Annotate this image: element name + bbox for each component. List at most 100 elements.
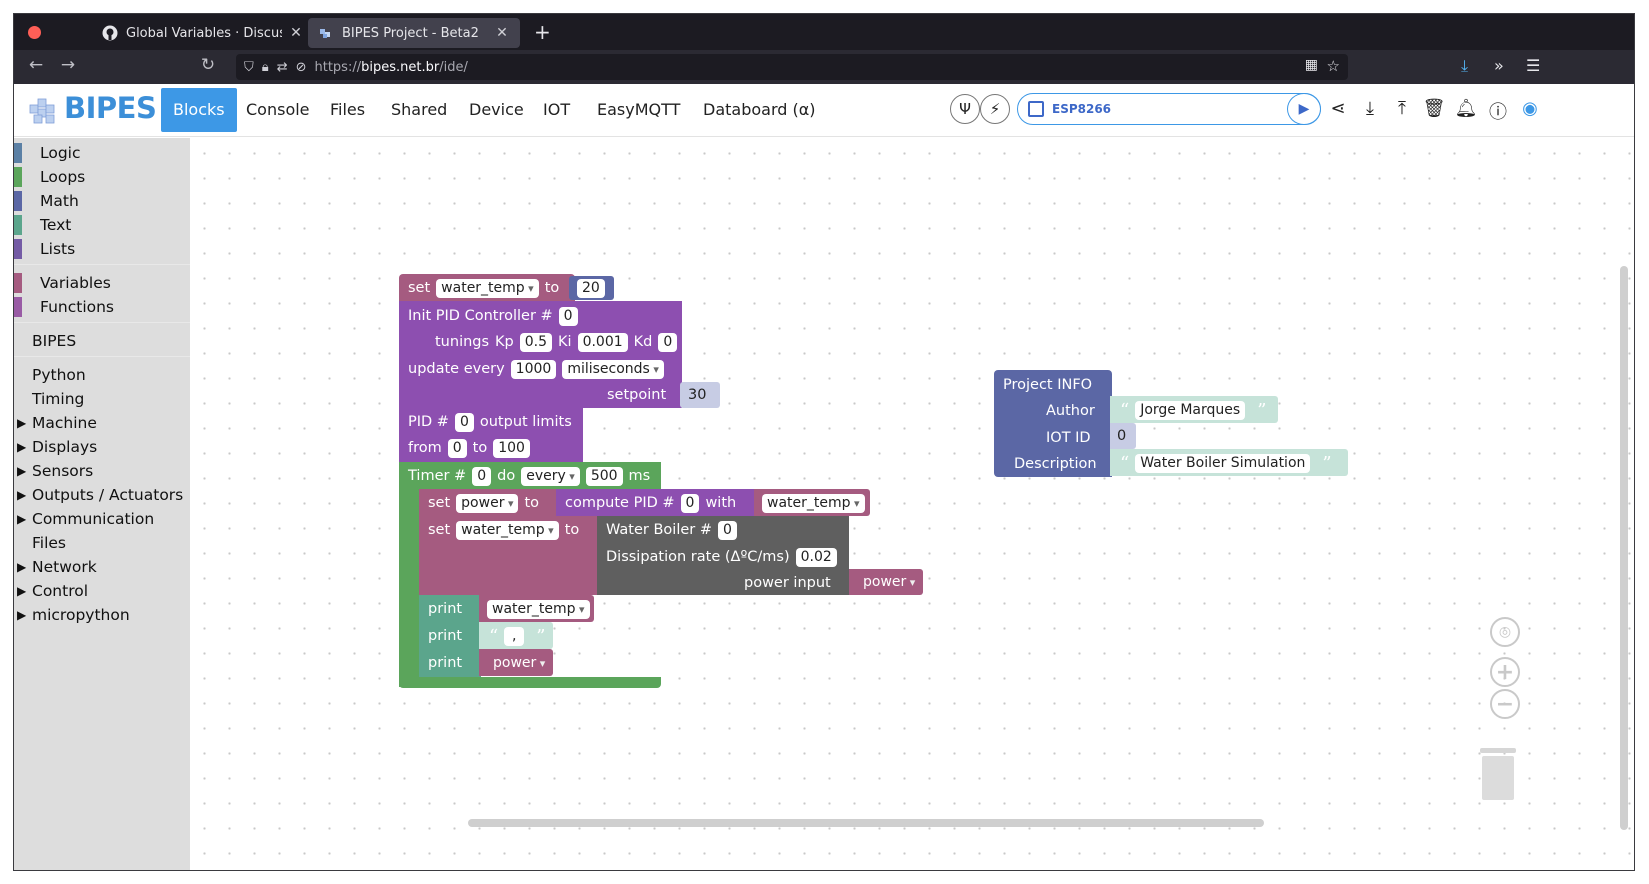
block-text[interactable]: “ , ”	[479, 622, 553, 649]
tab-bipes[interactable]: BIPES Project - Beta2 ✕	[308, 18, 520, 48]
toolbox-communication[interactable]: ▶Communication	[14, 507, 190, 531]
reload-icon[interactable]: ↻	[200, 55, 216, 75]
block-iot-number[interactable]: 0	[1110, 423, 1136, 449]
setpoint-value[interactable]: 30	[688, 387, 707, 403]
downloads-icon[interactable]: ⤓	[1461, 56, 1469, 75]
kd-field[interactable]: 0	[658, 332, 678, 352]
toolbox-loops[interactable]: Loops	[14, 165, 190, 189]
toolbox-python[interactable]: Python	[32, 366, 86, 384]
trash-icon[interactable]: 🗑︎	[1422, 98, 1446, 119]
block-description-text[interactable]: “ Water Boiler Simulation ”	[1110, 449, 1348, 476]
back-icon[interactable]: ←	[28, 55, 44, 75]
forward-icon[interactable]: →	[60, 55, 76, 75]
variable-dropdown[interactable]: power	[857, 572, 921, 592]
menu-device[interactable]: Device	[469, 100, 524, 119]
number-field[interactable]: 20	[577, 278, 605, 298]
max-field[interactable]: 100	[493, 438, 530, 458]
overflow-chevrons-icon[interactable]: »	[1494, 56, 1504, 75]
bookmark-star-icon[interactable]: ☆	[1326, 57, 1340, 75]
timer-period-field[interactable]: 500	[585, 466, 623, 486]
toolbox-lists[interactable]: Lists	[14, 237, 190, 261]
block-set-water-temp-2[interactable]: set water_temp to	[419, 516, 597, 595]
variable-dropdown[interactable]: water_temp	[487, 599, 590, 619]
variable-dropdown[interactable]: water_temp	[762, 493, 865, 513]
block-set-water-temp[interactable]: set water_temp to	[399, 274, 575, 301]
bell-icon[interactable]: 🔔︎	[1454, 98, 1478, 119]
menu-shared[interactable]: Shared	[391, 100, 448, 119]
rate-field[interactable]: 0.02	[795, 547, 837, 567]
toolbox-text[interactable]: Text	[14, 213, 190, 237]
menu-blocks[interactable]: Blocks	[161, 88, 237, 132]
unit-dropdown[interactable]: miliseconds	[562, 359, 664, 379]
toolbox-control[interactable]: ▶Control	[14, 579, 190, 603]
menu-files[interactable]: Files	[330, 100, 366, 119]
block-setpoint-number[interactable]: 30	[680, 382, 720, 408]
toolbox-variables[interactable]: Variables	[14, 271, 190, 295]
share-icon[interactable]: ⋖	[1330, 98, 1346, 119]
block-compute-pid[interactable]: compute PID # 0 with	[556, 489, 759, 516]
block-print-2[interactable]: print	[419, 622, 481, 649]
toolbox-bipes[interactable]: BIPES	[32, 332, 77, 350]
block-pid-output-limits[interactable]: PID # 0 output limits from 0 to 100	[399, 408, 583, 462]
block-project-info[interactable]: Project INFO Author IOT ID Description	[994, 370, 1112, 477]
blockly-workspace[interactable]: set water_temp to 20 Init PID Controller…	[190, 138, 1634, 870]
boiler-id-field[interactable]: 0	[718, 520, 737, 540]
new-tab-button[interactable]: +	[534, 20, 551, 44]
toolbox-timing[interactable]: Timing	[32, 390, 85, 408]
variable-dropdown[interactable]: water_temp	[436, 278, 539, 298]
block-var-water-temp[interactable]: water_temp	[754, 489, 870, 516]
vertical-scrollbar[interactable]	[1620, 266, 1628, 830]
variable-dropdown[interactable]: water_temp	[456, 520, 559, 540]
tab-close-icon[interactable]: ✕	[290, 25, 302, 41]
block-number[interactable]: 20	[569, 276, 614, 300]
toolbox-files[interactable]: Files	[32, 534, 67, 552]
timer-mode-dropdown[interactable]: every	[521, 466, 580, 486]
tab-close-icon[interactable]: ✕	[496, 25, 508, 41]
block-print-3[interactable]: print	[419, 649, 481, 677]
block-author-text[interactable]: “ Jorge Marques ”	[1110, 396, 1278, 423]
toolbox-network[interactable]: ▶Network	[14, 555, 190, 579]
min-field[interactable]: 0	[447, 438, 467, 458]
workspace-trash-icon[interactable]	[1480, 745, 1516, 800]
author-field[interactable]: Jorge Marques	[1135, 400, 1246, 420]
description-field[interactable]: Water Boiler Simulation	[1135, 453, 1311, 473]
toolbox-outputs[interactable]: ▶Outputs / Actuators	[14, 483, 190, 507]
tab-github[interactable]: Global Variables · Discussion ✕	[92, 18, 314, 48]
variable-dropdown[interactable]: power	[487, 653, 551, 673]
pid-id-field[interactable]: 0	[454, 412, 474, 432]
toolbox-sensors[interactable]: ▶Sensors	[14, 459, 190, 483]
usb-connect-icon[interactable]: Ψ	[950, 94, 980, 124]
hamburger-menu-icon[interactable]: ☰	[1526, 56, 1541, 75]
horizontal-scrollbar[interactable]	[468, 819, 1264, 827]
toolbox-math[interactable]: Math	[14, 189, 190, 213]
qr-code-icon[interactable]: ▦	[1304, 57, 1318, 73]
block-var-power[interactable]: power	[849, 569, 923, 595]
block-water-boiler[interactable]: Water Boiler # 0 Dissipation rate (ΔºC/m…	[597, 516, 849, 595]
block-var-water-temp-print[interactable]: water_temp	[479, 595, 594, 622]
menu-iot[interactable]: IOT	[543, 100, 571, 119]
zoom-in-icon[interactable]: +	[1490, 657, 1520, 687]
window-close-button[interactable]	[28, 26, 41, 39]
toolbox-logic[interactable]: Logic	[14, 141, 190, 165]
menu-databoard[interactable]: Databoard (α)	[703, 100, 816, 119]
upload-icon[interactable]: ⤒	[1398, 98, 1406, 119]
toolbox-displays[interactable]: ▶Displays	[14, 435, 190, 459]
menu-easymqtt[interactable]: EasyMQTT	[597, 100, 681, 119]
url-bar[interactable]: ⛉ 🔒︎ ⇄ ⊘ https://bipes.net.br/ide/ ☆ ▦	[236, 54, 1348, 80]
toolbox-machine[interactable]: ▶Machine	[14, 411, 190, 435]
device-selector[interactable]: ESP8266 ▶	[1017, 93, 1321, 125]
user-avatar-icon[interactable]: ◉	[1522, 98, 1538, 119]
block-init-pid[interactable]: Init PID Controller # 0 tunings Kp 0.5 K…	[399, 301, 682, 408]
block-var-power-print[interactable]: power	[479, 649, 553, 676]
toolbox-functions[interactable]: Functions	[14, 295, 190, 319]
recenter-icon[interactable]: ◎	[1490, 617, 1520, 647]
ki-field[interactable]: 0.001	[577, 332, 628, 352]
block-timer[interactable]: Timer # 0 do every 500 ms	[399, 462, 661, 489]
period-field[interactable]: 1000	[510, 359, 557, 379]
pid-id-field[interactable]: 0	[680, 493, 700, 513]
help-icon[interactable]: ⓘ	[1489, 102, 1507, 123]
menu-console[interactable]: Console	[246, 100, 310, 119]
download-icon[interactable]: ⤓	[1366, 98, 1374, 119]
zoom-out-icon[interactable]: −	[1490, 689, 1520, 719]
block-set-power[interactable]: set power to	[419, 489, 556, 516]
